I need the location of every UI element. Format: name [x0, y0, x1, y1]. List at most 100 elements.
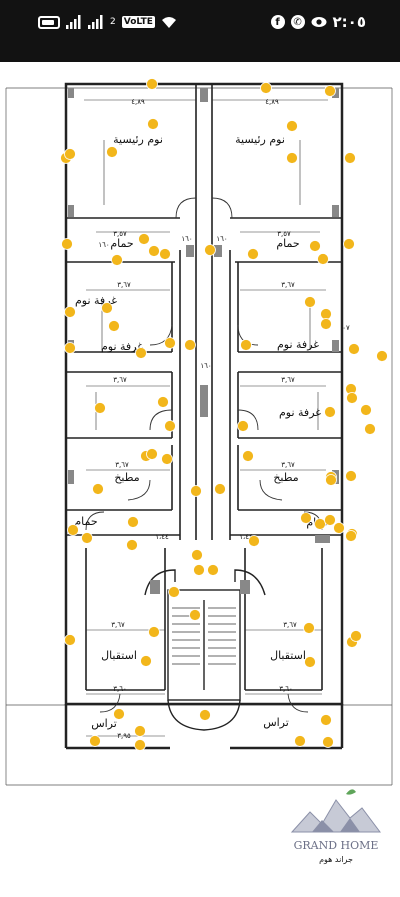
annotation-marker: [140, 655, 152, 667]
annotation-marker: [214, 483, 226, 495]
annotation-marker: [190, 485, 202, 497]
annotation-marker: [344, 152, 356, 164]
dim-terrace-left: ٣,٩٥: [117, 732, 131, 740]
room-labels: نوم رئيسية نوم رئيسية حمام حمام غرفة نوم…: [74, 133, 329, 730]
dim-top-right: ٤,٨٩: [265, 98, 279, 106]
room-label-bed-left-2: غرفة نوم: [101, 340, 143, 353]
dim-entry-right: ١،٤٤: [239, 533, 253, 541]
status-right: f ✆ ٢:٠٥: [270, 13, 366, 31]
annotation-marker: [138, 233, 150, 245]
annotation-marker: [300, 512, 312, 524]
dim-bath-w-left: ٣,٥٧: [113, 230, 127, 238]
annotation-marker: [364, 423, 376, 435]
stair-steps: [172, 607, 236, 665]
annotation-marker: [360, 404, 372, 416]
annotation-marker: [260, 82, 272, 94]
annotation-marker: [199, 709, 211, 721]
annotation-markers: [60, 78, 388, 751]
annotation-marker: [193, 564, 205, 576]
logo-brand-en: GRAND HOME: [294, 839, 379, 852]
eye-icon: [311, 17, 327, 27]
annotation-marker: [286, 152, 298, 164]
dim-bed2-w-right: ٣,٦٧: [281, 376, 295, 384]
dim-bed2-w-left: ٣,٦٧: [113, 376, 127, 384]
annotation-marker: [309, 240, 321, 252]
annotation-marker: [303, 622, 315, 634]
annotation-marker: [346, 392, 358, 404]
grand-home-logo: GRAND HOME جراند هوم: [290, 789, 381, 864]
dim-side-mark: ٠٧: [342, 324, 350, 332]
annotation-marker: [191, 549, 203, 561]
whatsapp-icon: ✆: [290, 15, 305, 29]
annotation-marker: [189, 609, 201, 621]
battery-icon: [38, 15, 60, 29]
room-label-terrace-left: تراس: [91, 717, 117, 730]
annotation-marker: [81, 532, 93, 544]
corridor-walls: [179, 84, 231, 540]
room-label-reception-right: استقبال: [270, 649, 306, 662]
annotation-marker: [345, 470, 357, 482]
annotation-marker: [148, 626, 160, 638]
status-left: 2 VoLTE: [38, 13, 177, 31]
annotation-marker: [333, 522, 345, 534]
annotation-marker: [147, 118, 159, 130]
room-label-terrace-right: تراس: [263, 716, 289, 729]
annotation-marker: [61, 238, 73, 250]
dim-corridor-left: ١٦٠: [181, 235, 192, 243]
annotation-marker: [135, 347, 147, 359]
annotation-marker: [304, 656, 316, 668]
signal-icon: [66, 15, 81, 29]
annotation-marker: [317, 253, 329, 265]
annotation-marker: [240, 339, 252, 351]
annotation-marker: [64, 306, 76, 318]
dim-corridor-right: ١٦٠: [216, 235, 227, 243]
wifi-icon: [161, 16, 176, 28]
annotation-marker: [94, 402, 106, 414]
floor-plan-image: نوم رئيسية نوم رئيسية حمام حمام غرفة نوم…: [0, 62, 400, 893]
annotation-marker: [134, 725, 146, 737]
annotation-marker: [286, 120, 298, 132]
dim-corridor-mid: ١٦٠: [200, 362, 211, 370]
annotation-marker: [108, 320, 120, 332]
annotation-marker: [207, 564, 219, 576]
room-label-bath-right-top: حمام: [276, 237, 299, 250]
room-label-bed-right-1: غرفة نوم: [277, 338, 319, 351]
annotation-marker: [127, 516, 139, 528]
annotation-marker: [350, 630, 362, 642]
annotation-marker: [148, 245, 160, 257]
stair-core: [144, 569, 266, 731]
annotation-marker: [101, 302, 113, 314]
annotation-marker: [157, 396, 169, 408]
annotation-marker: [322, 736, 334, 748]
volte-badge: VoLTE: [121, 16, 155, 28]
room-label-bath-left-top: حمام: [110, 237, 133, 250]
annotation-marker: [314, 518, 326, 530]
dim-rec-w-right: ٣,٦٧: [283, 621, 297, 629]
annotation-marker: [64, 634, 76, 646]
dim-top-left: ٤,٨٩: [131, 98, 145, 106]
annotation-marker: [64, 148, 76, 160]
dim-bath-w-right: ٣,٥٧: [277, 230, 291, 238]
dim-bath-h-left: ١٦٠: [98, 241, 109, 249]
annotation-marker: [164, 337, 176, 349]
annotation-marker: [111, 254, 123, 266]
room-label-bed-right-2: غرفة نوم: [279, 406, 321, 419]
annotation-marker: [324, 85, 336, 97]
room-label-master-right: نوم رئيسية: [235, 133, 285, 146]
annotation-marker: [204, 244, 216, 256]
floor-plan-drawing: نوم رئيسية نوم رئيسية حمام حمام غرفة نوم…: [5, 78, 393, 864]
annotation-marker: [113, 708, 125, 720]
annotation-marker: [304, 296, 316, 308]
dim-bed-w-left: ٣,٦٧: [117, 281, 131, 289]
annotation-marker: [161, 453, 173, 465]
annotation-marker: [320, 318, 332, 330]
annotation-marker: [64, 342, 76, 354]
signal-icon: [88, 15, 103, 29]
room-label-reception-left: استقبال: [101, 649, 137, 662]
annotation-marker: [324, 406, 336, 418]
plan-frame: [5, 87, 393, 786]
dim-rec-w-left: ٣,٦٧: [111, 621, 125, 629]
annotation-marker: [376, 350, 388, 362]
annotation-marker: [89, 735, 101, 747]
dim-entry-left: ١،٤٤: [155, 533, 169, 541]
